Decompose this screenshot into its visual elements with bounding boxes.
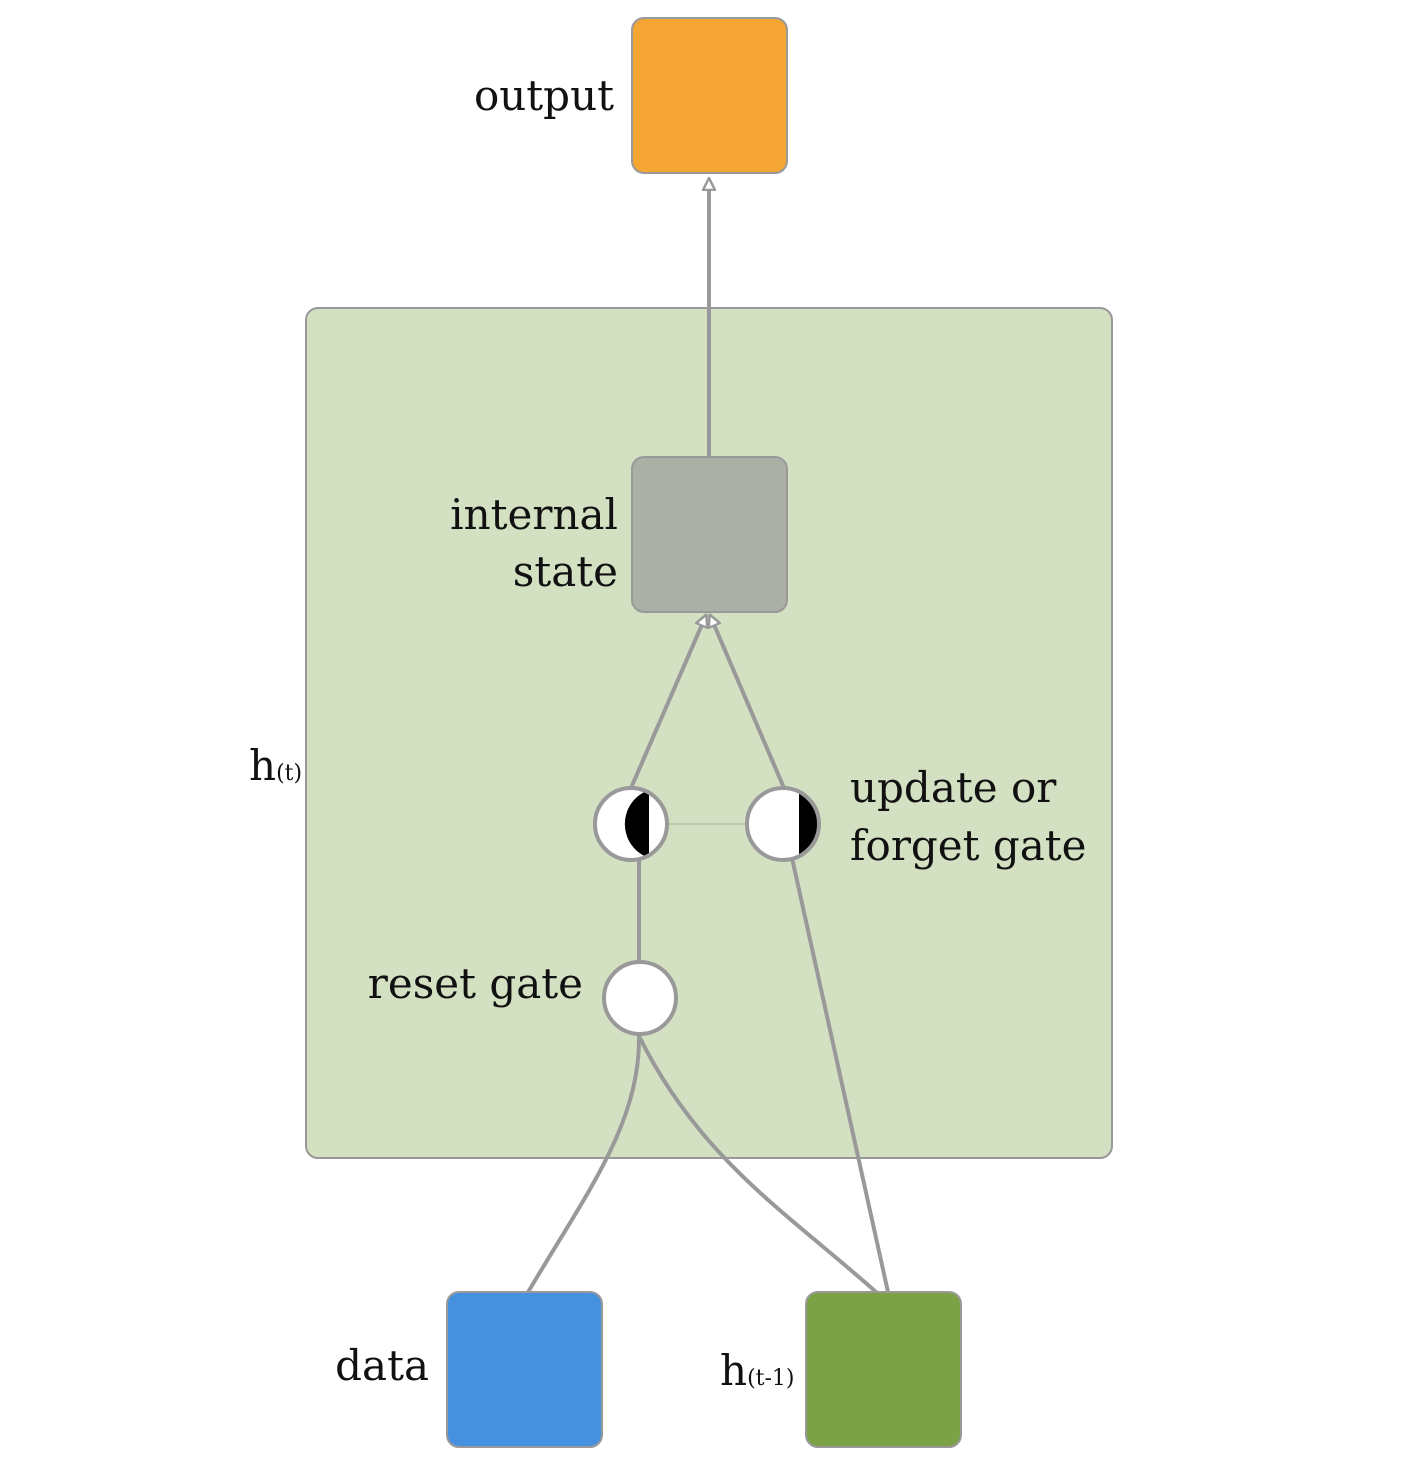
h-t-base: h bbox=[249, 741, 276, 790]
data-to-reset-curve bbox=[525, 1034, 642, 1296]
h-t-subscript: (t) bbox=[276, 761, 302, 786]
h-prev-subscript: (t-1) bbox=[747, 1366, 794, 1391]
internal-state-node bbox=[631, 456, 788, 613]
data-input-node bbox=[446, 1291, 603, 1448]
internal-state-label-line2: state bbox=[513, 547, 618, 596]
data-label: data bbox=[335, 1341, 429, 1390]
h-prev-label: h(t-1) bbox=[720, 1346, 795, 1395]
output-node bbox=[631, 17, 788, 174]
gate-multiply-left bbox=[593, 786, 669, 862]
previous-hidden-state-node bbox=[805, 1291, 962, 1448]
right-gate-to-state-arrow bbox=[712, 620, 786, 790]
update-gate-label-line1: update or bbox=[850, 763, 1057, 812]
update-gate-label-line2: forget gate bbox=[850, 821, 1087, 870]
hprev-to-reset-curve bbox=[637, 1034, 878, 1294]
left-gate-to-state-arrow bbox=[629, 620, 704, 790]
reset-gate-label: reset gate bbox=[368, 959, 583, 1008]
h-prev-base: h bbox=[720, 1346, 747, 1395]
output-label: output bbox=[474, 71, 614, 120]
hprev-to-update-gate-line bbox=[790, 856, 890, 1294]
h-t-label: h(t) bbox=[249, 741, 302, 790]
reset-gate bbox=[602, 960, 678, 1036]
internal-state-label-line1: internal bbox=[450, 490, 618, 539]
update-forget-gate bbox=[745, 786, 821, 862]
